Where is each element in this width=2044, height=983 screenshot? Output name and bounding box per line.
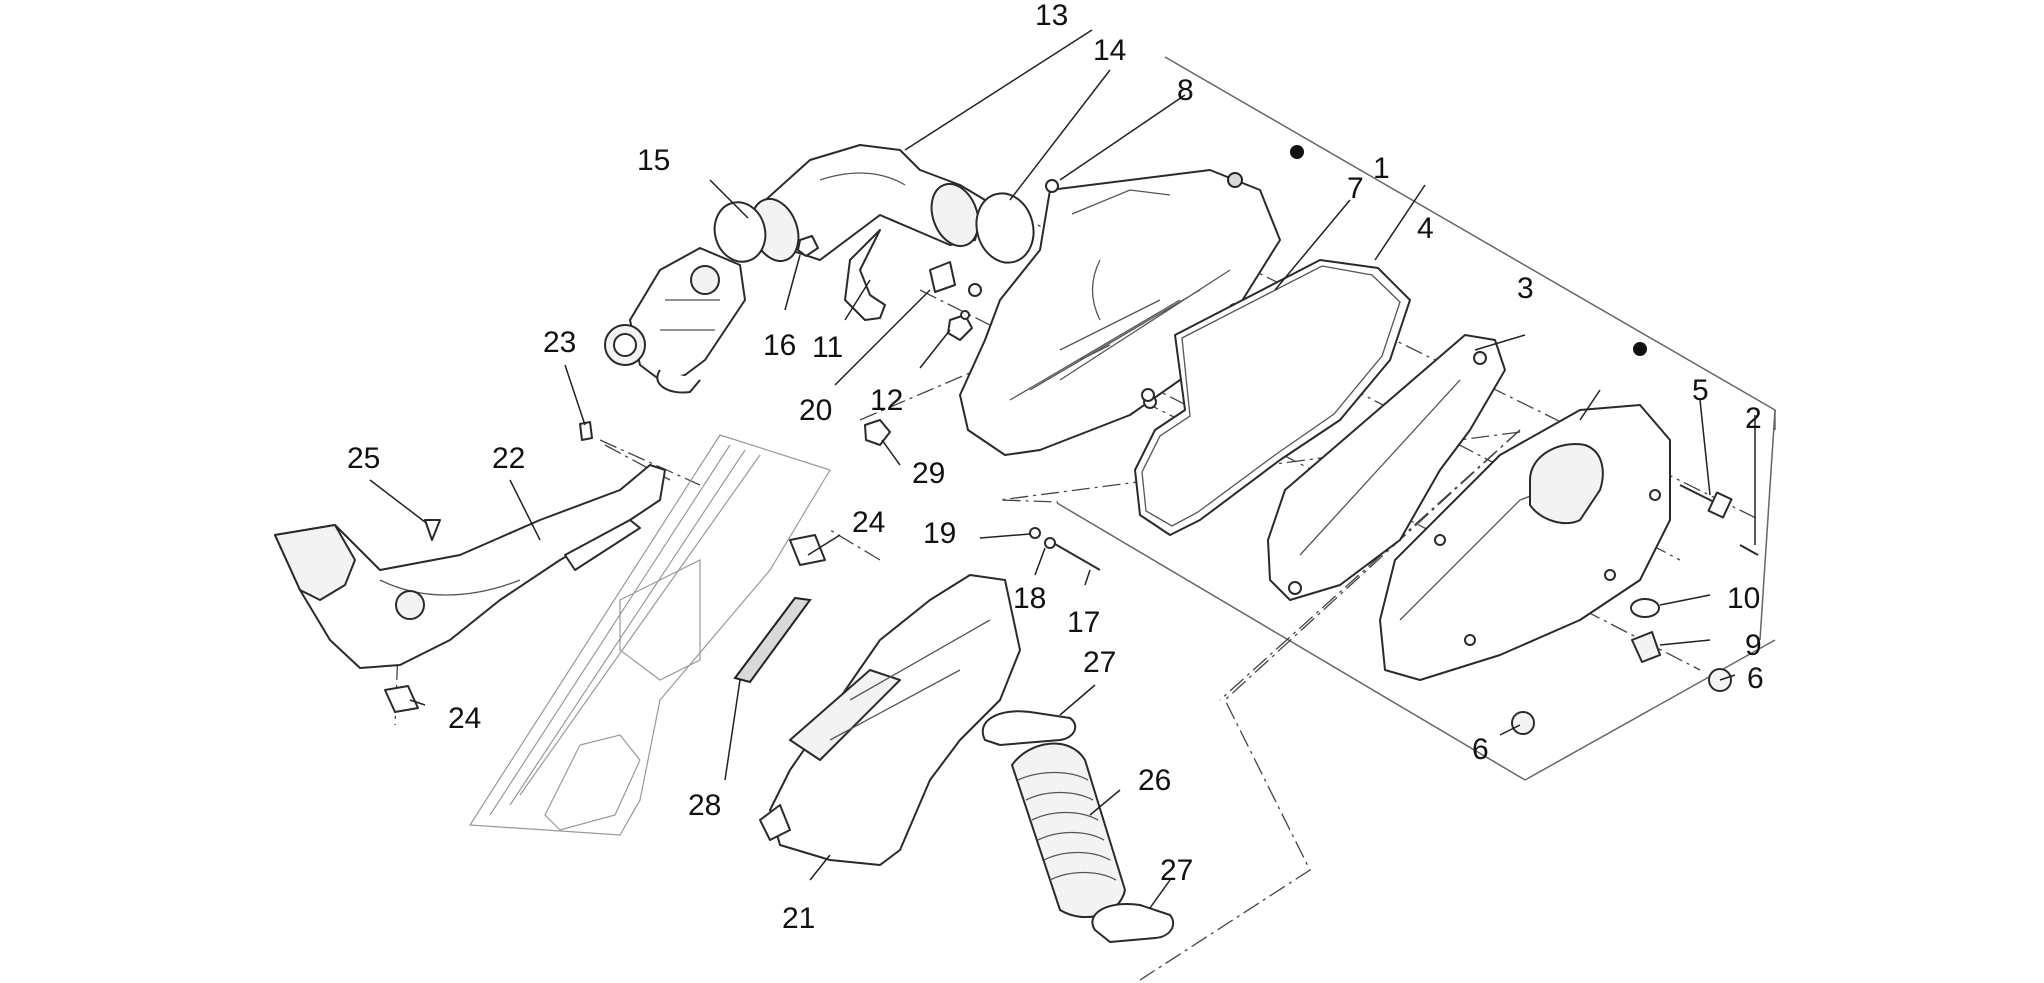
callout-labels: 1 2 3 4 5 6 6 7 8 9 10 11 12 13 14 15 16… — [347, 0, 1764, 935]
callout-17: 17 — [1067, 606, 1100, 639]
callout-15: 15 — [637, 144, 670, 177]
air-filter — [1267, 334, 1506, 601]
callout-29: 29 — [912, 457, 945, 490]
callout-7: 7 — [1347, 172, 1364, 205]
intake-snorkel — [274, 464, 666, 669]
callout-5: 5 — [1692, 374, 1709, 407]
callout-18: 18 — [1013, 582, 1046, 615]
callout-27a: 27 — [1083, 646, 1116, 679]
callout-20: 20 — [799, 394, 832, 427]
callout-25: 25 — [347, 442, 380, 475]
callout-1: 1 — [1373, 152, 1390, 185]
seal-strip — [733, 596, 812, 684]
callout-10: 10 — [1727, 582, 1760, 615]
callout-11: 11 — [812, 331, 843, 364]
small-hardware — [797, 179, 1155, 446]
callout-6a: 6 — [1747, 662, 1764, 695]
intake-duct — [750, 144, 986, 321]
corrugated-hose — [1011, 742, 1126, 919]
callout-3: 3 — [1517, 272, 1534, 305]
body-panel — [468, 434, 831, 836]
assembly-marker-dot — [1633, 342, 1647, 356]
hose-clips — [981, 710, 1175, 943]
callout-27b: 27 — [1160, 854, 1193, 887]
gasket — [1134, 259, 1411, 536]
callout-16: 16 — [763, 329, 796, 362]
callout-26: 26 — [1138, 764, 1171, 797]
hose-clamps — [713, 192, 1035, 264]
callout-2: 2 — [1745, 402, 1762, 435]
callout-12: 12 — [870, 384, 903, 417]
callout-21: 21 — [782, 902, 815, 935]
callout-28: 28 — [688, 789, 721, 822]
callout-19: 19 — [923, 517, 956, 550]
assembly-frame — [1056, 56, 1776, 781]
callout-24b: 24 — [448, 702, 481, 735]
callout-6b: 6 — [1472, 733, 1489, 766]
callout-22: 22 — [492, 442, 525, 475]
lower-housing — [759, 574, 1021, 866]
callout-13: 13 — [1035, 0, 1068, 32]
air-box-base — [959, 169, 1281, 456]
throttle-body — [604, 247, 746, 394]
callout-8: 8 — [1177, 74, 1194, 107]
callout-9: 9 — [1745, 629, 1762, 662]
callout-14: 14 — [1093, 34, 1126, 67]
air-box-cover — [1379, 404, 1671, 681]
leader-lines — [369, 29, 1756, 909]
callout-4: 4 — [1417, 212, 1434, 245]
assembly-marker-dot — [1290, 145, 1304, 159]
callout-23: 23 — [543, 326, 576, 359]
callout-24a: 24 — [852, 506, 885, 539]
